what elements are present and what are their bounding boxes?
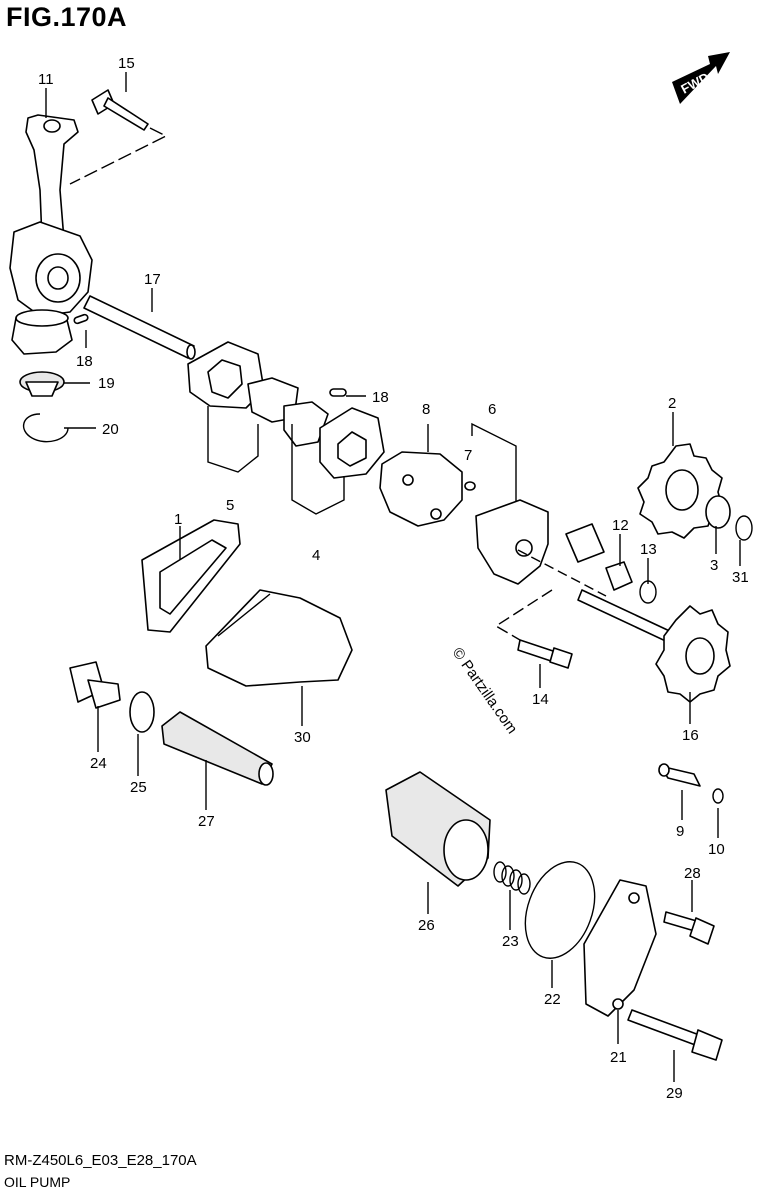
- part-30-cover: [205, 589, 353, 687]
- part-31-circlip: [735, 515, 753, 541]
- callout-14: 14: [532, 691, 549, 708]
- callout-27: 27: [198, 813, 215, 830]
- callout-18-left: 18: [76, 353, 93, 370]
- part-6-pump-body: [475, 499, 549, 585]
- callout-12: 12: [612, 517, 629, 534]
- callout-10: 10: [708, 841, 725, 858]
- callout-13: 13: [640, 541, 657, 558]
- callout-25: 25: [130, 779, 147, 796]
- part-16-gear: [655, 605, 731, 703]
- part-18-pin-left: [73, 313, 89, 325]
- callout-17: 17: [144, 271, 161, 288]
- callout-22: 22: [544, 991, 561, 1008]
- part-10-oring: [712, 788, 724, 804]
- callout-31: 31: [732, 569, 749, 586]
- fwd-label: FWD: [678, 70, 711, 97]
- part-21-filter-cover: [583, 879, 657, 1017]
- part-12-sleeve: [565, 523, 633, 591]
- part-7-dowel-pin: [464, 481, 476, 491]
- callout-1: 1: [174, 511, 182, 528]
- callout-28: 28: [684, 865, 701, 882]
- part-13-oring: [639, 580, 657, 604]
- part-19-cap: [19, 371, 65, 397]
- figure-code: RM-Z450L6_E03_E28_170A: [4, 1152, 197, 1169]
- part-8-plate: [379, 451, 463, 527]
- part-11-strainer-arm: [9, 114, 93, 355]
- callout-18-right: 18: [372, 389, 389, 406]
- leader-lines: [45, 72, 741, 1082]
- part-22-oring: [524, 861, 596, 959]
- part-29-bolt: [627, 1009, 723, 1061]
- part-1-gasket: [141, 519, 241, 633]
- fwd-arrow-icon: FWD: [672, 52, 730, 104]
- callout-4: 4: [312, 547, 320, 564]
- part-17-shaft: [83, 295, 196, 360]
- part-20-circlip: [22, 413, 69, 443]
- part-2-gear: [637, 443, 723, 539]
- part-28-bolt: [663, 911, 715, 945]
- figure-title: FIG.170A: [6, 2, 128, 32]
- part-23-spring: [493, 861, 531, 895]
- part-26-oil-filter: [385, 771, 491, 887]
- part-27-oil-screen: [161, 711, 274, 786]
- callout-16: 16: [682, 727, 699, 744]
- part-24-drain-plug: [69, 661, 121, 709]
- part-3-washer: [705, 495, 731, 529]
- callout-5: 5: [226, 497, 234, 514]
- part-18-pin-right: [329, 388, 347, 397]
- callout-19: 19: [98, 375, 115, 392]
- callout-2: 2: [668, 395, 676, 412]
- callout-26: 26: [418, 917, 435, 934]
- callout-8: 8: [422, 401, 430, 418]
- callout-21: 21: [610, 1049, 627, 1066]
- callout-24: 24: [90, 755, 107, 772]
- callout-30: 30: [294, 729, 311, 746]
- callout-11: 11: [38, 71, 54, 88]
- callout-3: 3: [710, 557, 718, 574]
- callout-20: 20: [102, 421, 119, 438]
- callout-29: 29: [666, 1085, 683, 1102]
- callout-23: 23: [502, 933, 519, 950]
- part-25-washer: [129, 691, 155, 733]
- callout-7: 7: [464, 447, 472, 464]
- callout-6: 6: [488, 401, 496, 418]
- part-15-bolt: [91, 89, 149, 131]
- callout-labels: 1 2 3 4 5 6 7 8 9 10 11 12 13 14 15 16 1…: [38, 55, 749, 1102]
- figure-name: OIL PUMP: [4, 1174, 71, 1190]
- part-16-shaft: [577, 589, 677, 645]
- part-5-outer-rotor: [187, 341, 265, 409]
- callout-15: 15: [118, 55, 135, 72]
- callout-9: 9: [676, 823, 684, 840]
- watermark: © Partzilla.com: [449, 645, 521, 738]
- part-9-jet: [658, 763, 701, 787]
- part-4-inner-rotor: [247, 377, 385, 479]
- part-14-bolt: [517, 639, 573, 669]
